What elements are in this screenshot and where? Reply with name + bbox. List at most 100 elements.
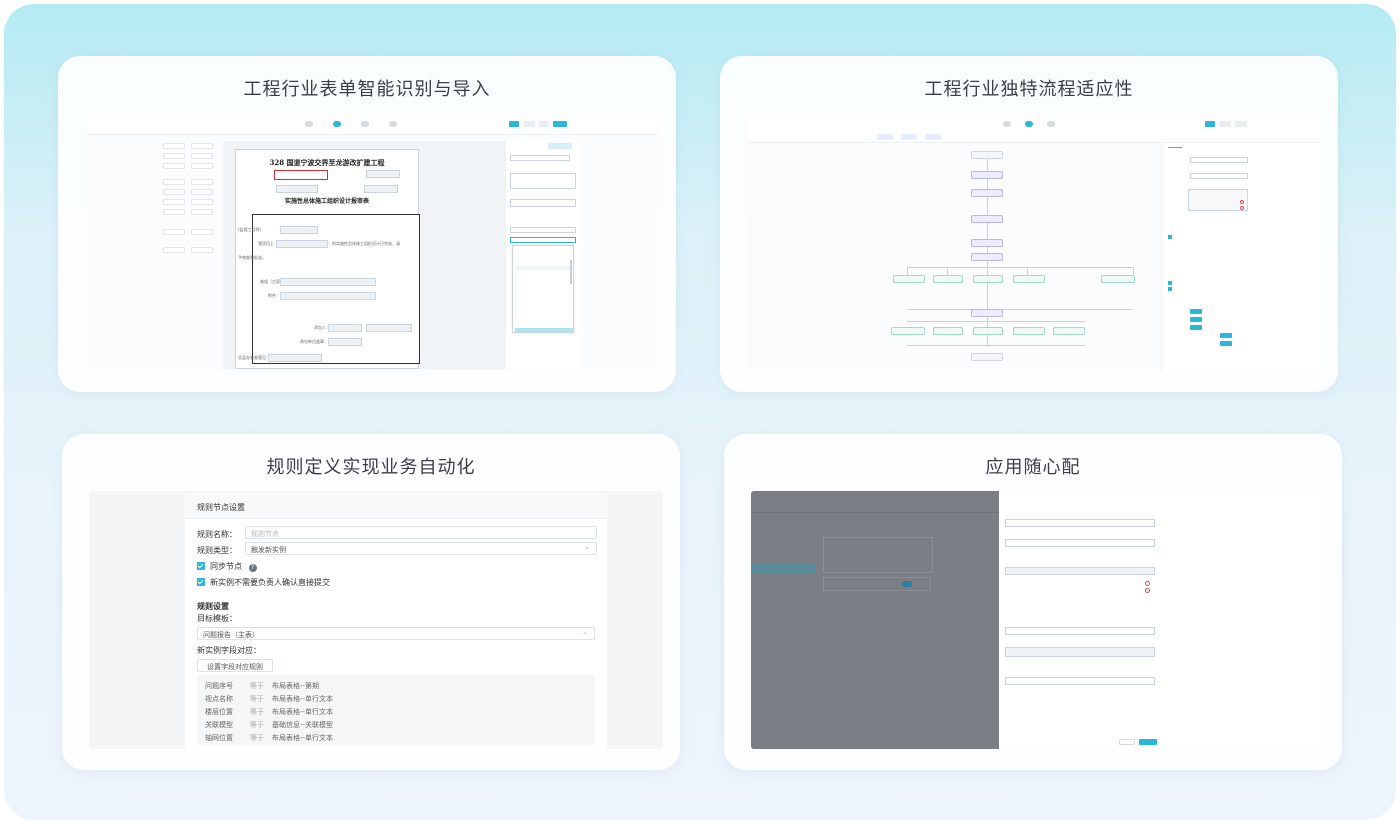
rule-type-select[interactable]: 触发新实例 ⌄ [245,542,597,555]
flow-node[interactable] [971,253,1003,261]
drawer-input[interactable] [1005,519,1155,527]
flow-node-branch[interactable] [973,327,1003,335]
panel-tab-active[interactable] [1168,147,1182,148]
toggle-switch[interactable] [902,581,912,587]
form-field[interactable] [280,278,376,286]
component-item[interactable] [191,153,213,159]
cancel-button[interactable] [1119,739,1135,745]
assignee-chip[interactable] [1005,567,1155,575]
drawer-input[interactable] [1005,677,1155,685]
modal-overlay[interactable] [751,491,999,749]
sync-node-checkbox[interactable]: 同步节点 ? [197,561,257,572]
form-field[interactable] [280,292,376,300]
component-item[interactable] [191,179,213,185]
scrollbar[interactable] [570,260,572,284]
component-item[interactable] [163,209,185,215]
flow-node-branch[interactable] [893,275,925,283]
property-select-open[interactable] [510,237,576,243]
permission-toggle[interactable] [1220,333,1232,338]
form-field[interactable] [366,324,412,332]
flow-node-branch[interactable] [891,327,925,335]
property-input[interactable] [1190,157,1248,163]
form-field[interactable] [364,185,398,193]
prev-button[interactable] [1219,121,1231,127]
tool-button[interactable] [877,134,893,140]
panel-tab[interactable] [548,143,572,149]
help-icon[interactable]: ? [248,564,257,572]
component-item[interactable] [191,199,213,205]
property-select[interactable] [1190,173,1248,179]
save-icon[interactable] [509,121,519,127]
component-item[interactable] [163,153,185,159]
component-item[interactable] [191,229,213,235]
component-item[interactable] [191,143,213,149]
component-item[interactable] [163,143,185,149]
set-mapping-button[interactable]: 设置字段对应规则 [197,659,273,672]
flow-node-branch[interactable] [1013,275,1045,283]
flow-node-branch[interactable] [973,275,1003,283]
component-item[interactable] [191,247,213,253]
property-input[interactable] [510,155,570,161]
checkbox-checked[interactable] [1168,235,1172,239]
next-button[interactable] [553,121,567,127]
permission-toggle[interactable] [1190,317,1202,322]
sidebar-item-active[interactable] [751,563,815,573]
form-field[interactable] [280,226,318,234]
form-field[interactable] [276,185,318,193]
permission-toggle[interactable] [1190,325,1202,330]
property-input[interactable] [510,199,576,207]
flow-node-branch[interactable] [933,327,963,335]
property-select[interactable] [510,227,576,233]
next-button[interactable] [1235,121,1247,127]
flow-node-branch[interactable] [1101,275,1135,283]
flow-node-end[interactable] [971,353,1003,361]
remove-icon[interactable] [1240,200,1244,204]
flow-node[interactable] [971,309,1003,317]
prev-button[interactable] [523,121,535,127]
component-item[interactable] [163,163,185,169]
flow-node-branch[interactable] [1013,327,1045,335]
drawer-select[interactable] [1005,627,1155,635]
remove-icon[interactable] [1145,588,1150,593]
flow-node[interactable] [971,215,1003,223]
checkbox-checked[interactable] [1168,287,1172,291]
target-template-select[interactable]: 问题报告（主表） ⌄ [197,627,595,640]
form-field[interactable] [268,354,322,362]
component-item[interactable] [163,179,185,185]
component-item[interactable] [191,163,213,169]
property-textarea[interactable] [510,173,576,189]
flow-node[interactable] [971,189,1003,197]
component-item[interactable] [191,189,213,195]
drawer-select[interactable] [1005,539,1155,547]
remove-icon[interactable] [1145,581,1150,586]
component-item[interactable] [163,247,185,253]
flow-node[interactable] [971,171,1003,179]
mapping-op: 等于 [250,682,264,690]
tool-button[interactable] [901,134,917,140]
dropdown-option-selected[interactable] [515,328,573,332]
rule-name-input[interactable]: 规则节点 [245,526,597,539]
checkbox-checked[interactable] [1168,281,1172,285]
recognized-field-highlight[interactable] [274,170,328,180]
flow-node-start[interactable] [971,151,1003,159]
close-button[interactable] [539,121,549,127]
flow-node-branch[interactable] [1053,327,1085,335]
form-field[interactable] [276,240,328,248]
component-item[interactable] [163,189,185,195]
component-item[interactable] [163,199,185,205]
remove-icon[interactable] [1240,206,1244,210]
flow-node[interactable] [971,239,1003,247]
permission-toggle[interactable] [1220,341,1232,346]
permission-toggle[interactable] [1190,309,1202,314]
form-field[interactable] [366,170,400,178]
component-item[interactable] [163,229,185,235]
tool-button[interactable] [925,134,941,140]
flow-node-branch[interactable] [933,275,963,283]
form-field[interactable] [328,324,362,332]
component-item[interactable] [191,209,213,215]
form-field[interactable] [328,338,362,346]
confirm-button[interactable] [1139,739,1157,745]
dropdown-option[interactable] [515,266,573,270]
save-icon[interactable] [1205,121,1215,127]
auto-submit-checkbox[interactable]: 新实例不需要负责人确认直接提交 [197,577,330,588]
